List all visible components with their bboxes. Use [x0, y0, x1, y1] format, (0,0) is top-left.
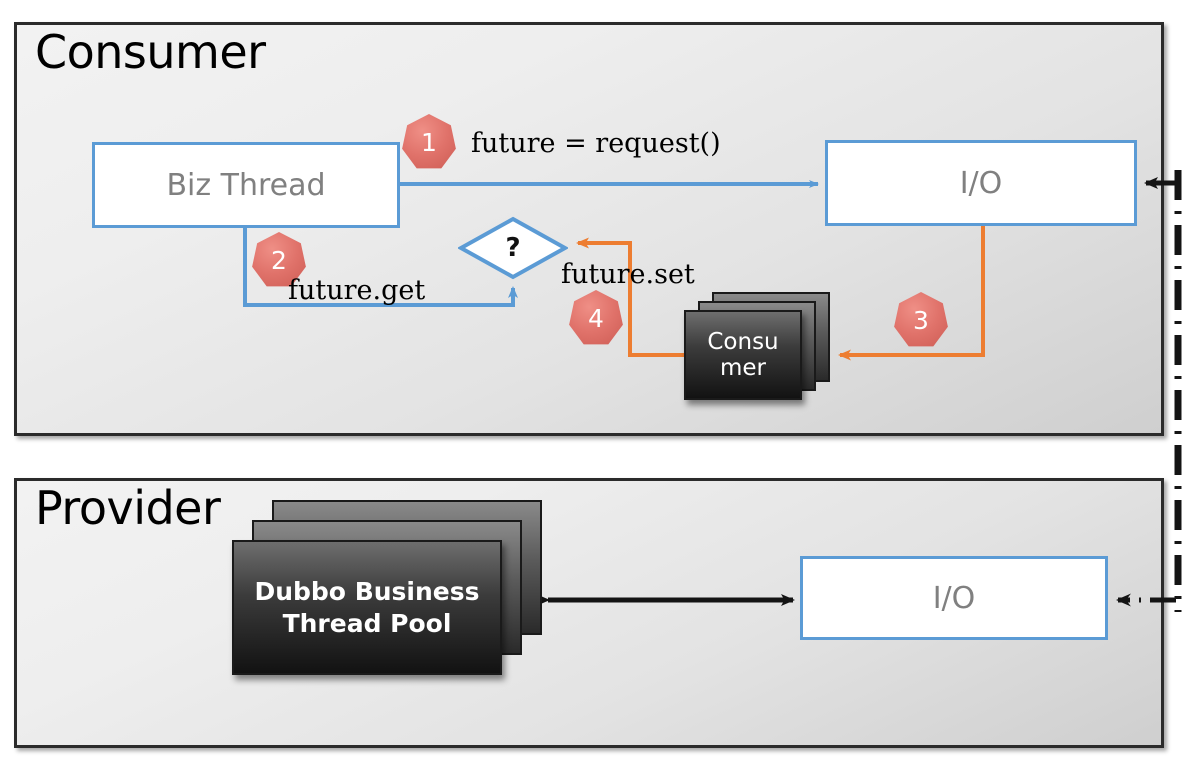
biz-thread-label: Biz Thread	[166, 167, 326, 203]
decision-diamond[interactable]: ?	[458, 216, 568, 280]
provider-io-label: I/O	[932, 580, 976, 616]
label-future-set: future.set	[561, 259, 695, 290]
decision-label: ?	[505, 233, 521, 263]
consumer-panel-title: Consumer	[35, 25, 266, 79]
label-future-request: future = request()	[471, 128, 721, 159]
consumer-thread-stack[interactable]: Consu mer	[684, 292, 834, 402]
dubbo-thread-pool-stack[interactable]: Dubbo Business Thread Pool	[232, 500, 542, 690]
dubbo-thread-pool-label: Dubbo Business Thread Pool	[254, 577, 480, 638]
diamond-shape-icon	[458, 216, 568, 280]
provider-io-box[interactable]: I/O	[800, 556, 1108, 640]
consumer-panel: Consumer	[14, 22, 1164, 436]
consumer-stack-card-front: Consu mer	[684, 310, 802, 400]
consumer-io-box[interactable]: I/O	[825, 140, 1137, 226]
label-future-get: future.get	[288, 275, 426, 306]
consumer-io-label: I/O	[959, 165, 1003, 201]
biz-thread-box[interactable]: Biz Thread	[92, 142, 400, 228]
consumer-stack-label: Consu mer	[707, 328, 779, 381]
provider-panel-title: Provider	[35, 481, 221, 535]
pool-stack-card-front: Dubbo Business Thread Pool	[232, 540, 502, 675]
